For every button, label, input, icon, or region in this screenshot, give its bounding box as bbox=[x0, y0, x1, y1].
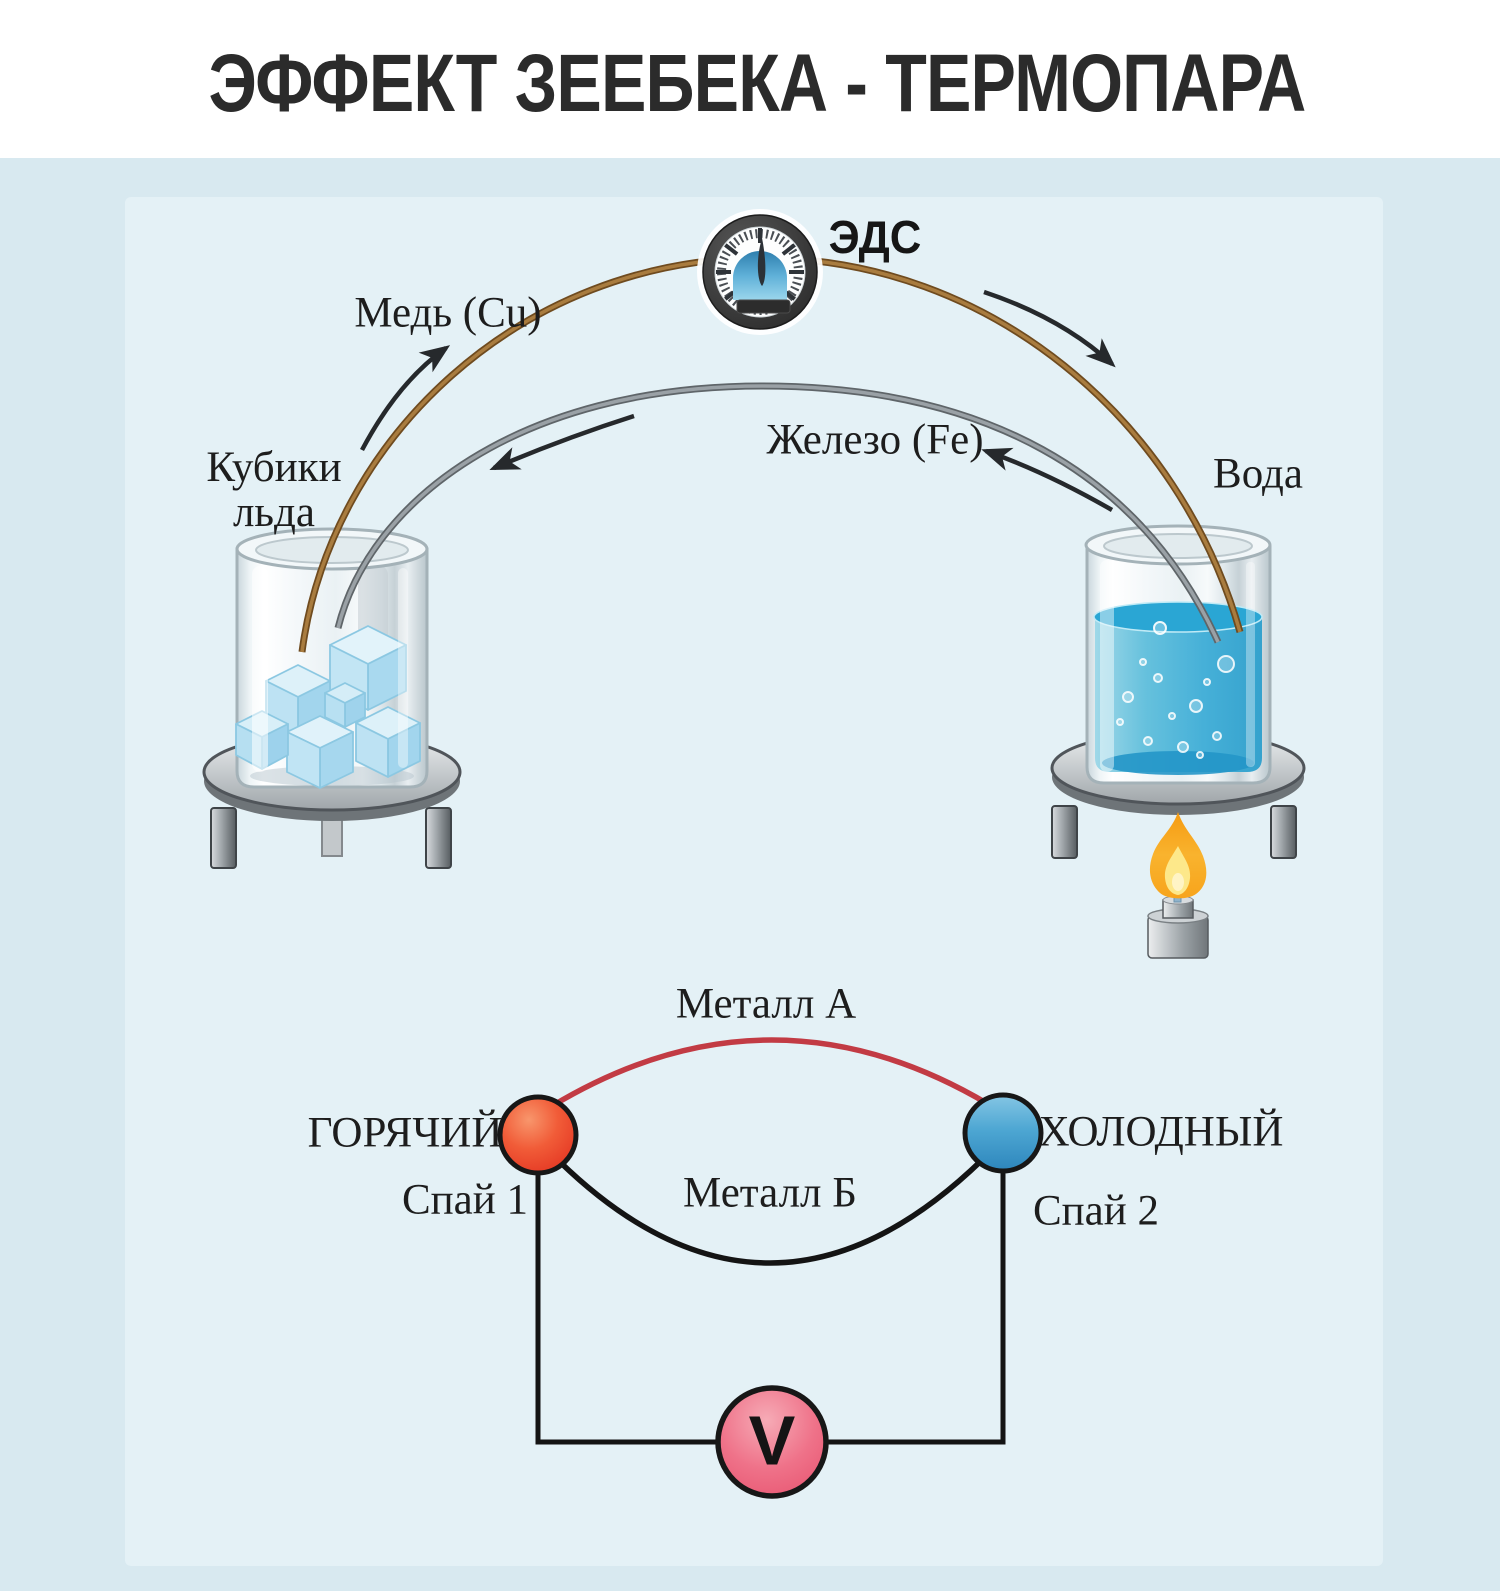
current-arrow-up-left-icon bbox=[360, 345, 451, 452]
ice-cubes-label: Кубики льда bbox=[206, 443, 342, 536]
spirit-burner bbox=[1147, 812, 1209, 959]
voltmeter-lead-right bbox=[828, 1166, 1006, 1445]
ice-cube bbox=[355, 706, 421, 778]
emf-label: ЭДС bbox=[828, 211, 922, 263]
glass-highlight bbox=[398, 568, 408, 768]
hot-junction-label: Спай 1 bbox=[401, 1176, 529, 1224]
ice-beaker bbox=[235, 527, 429, 789]
copper-wire-label: Медь (Cu) bbox=[354, 289, 542, 337]
page-title: ЭФФЕКТ ЗЕЕБЕКА - ТЕРМОПАРА bbox=[208, 38, 1306, 129]
thermocouple-schematic bbox=[497, 1037, 1044, 1499]
glass-highlight bbox=[1246, 562, 1255, 767]
metal-b-wire bbox=[558, 1158, 984, 1266]
current-arrow-to-fe-icon bbox=[981, 447, 1114, 512]
gauge-readout-bar bbox=[736, 299, 791, 314]
voltmeter-lead-left bbox=[535, 1168, 716, 1445]
stand-leg bbox=[1051, 805, 1078, 859]
cold-junction bbox=[962, 1092, 1044, 1174]
gauge-needle bbox=[757, 238, 766, 286]
metal-a-label: Металл А bbox=[675, 980, 857, 1028]
beaker-rim-inner bbox=[1103, 533, 1253, 559]
cold-junction-label: Спай 2 bbox=[1032, 1187, 1160, 1235]
water-bottom bbox=[1102, 751, 1254, 775]
bubbles bbox=[1116, 655, 1235, 759]
current-arrows bbox=[360, 289, 1116, 512]
ice-cube bbox=[286, 715, 354, 789]
glass-highlight bbox=[1100, 560, 1114, 772]
iron-wire-label: Железо (Fe) bbox=[766, 416, 984, 464]
current-arrow-down-left-icon bbox=[489, 413, 635, 471]
stand-leg bbox=[425, 807, 452, 869]
stand-leg bbox=[210, 807, 237, 869]
flame-core bbox=[1172, 873, 1184, 891]
stand-leg bbox=[1270, 805, 1297, 859]
voltmeter-label: V bbox=[748, 1401, 796, 1480]
surface-bubble bbox=[1153, 621, 1167, 635]
emf-gauge-icon bbox=[697, 209, 823, 335]
water-surface bbox=[1093, 601, 1263, 633]
hot-label: ГОРЯЧИЙ bbox=[307, 1109, 503, 1157]
iron-wire bbox=[336, 384, 1220, 643]
water-label: Вода bbox=[1213, 450, 1303, 498]
hot-junction bbox=[497, 1094, 579, 1176]
current-arrow-down-right-icon bbox=[983, 289, 1116, 368]
metal-b-label: Металл Б bbox=[683, 1169, 857, 1217]
voltmeter bbox=[715, 1385, 829, 1499]
ice-cube bbox=[324, 682, 366, 728]
glass-highlight bbox=[252, 566, 268, 772]
metal-a-wire bbox=[550, 1037, 990, 1109]
cold-label: ХОЛОДНЫЙ bbox=[1038, 1108, 1284, 1156]
water-beaker bbox=[1084, 524, 1272, 785]
